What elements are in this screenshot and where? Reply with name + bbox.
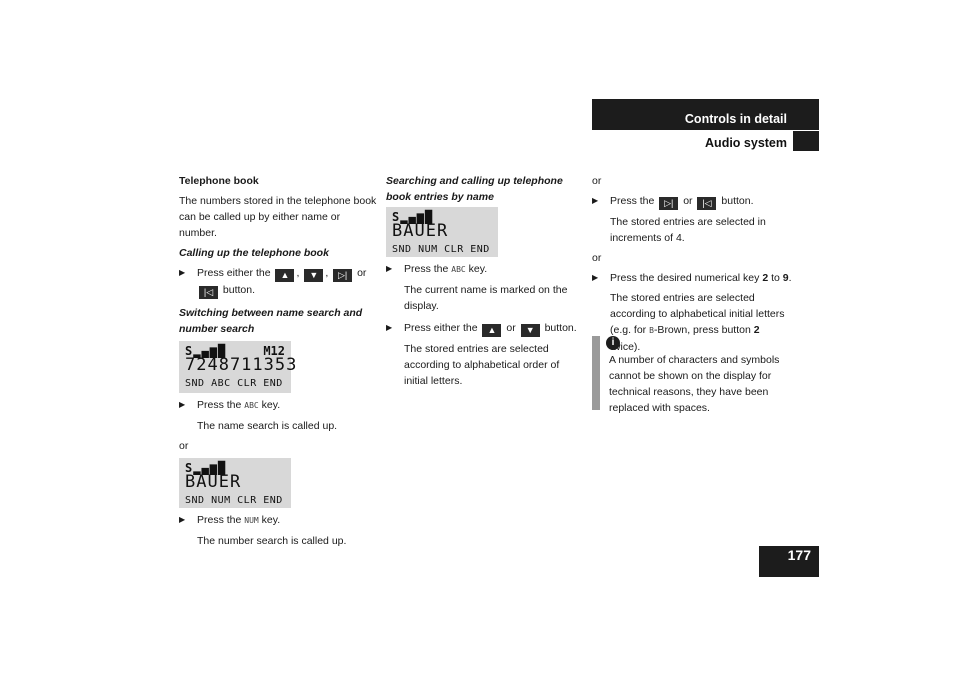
section-title: Audio system — [705, 136, 787, 150]
name-search-result: The name search is called up. — [197, 420, 338, 432]
or-text: or — [179, 440, 189, 452]
b-key-label: B — [649, 326, 654, 335]
calling-heading: Calling up the telephone book — [179, 247, 329, 259]
press-abc-step: Press the ABC key. — [179, 397, 379, 414]
section-tab — [793, 131, 819, 151]
press-abc-step-2: Press the ABC key. — [386, 261, 582, 278]
info-text: A number of characters and symbols canno… — [609, 354, 780, 414]
info-note: i A number of characters and symbols can… — [592, 336, 822, 414]
column-2: Searching and calling up telephone book … — [386, 173, 582, 389]
telephone-book-intro: The numbers stored in the telephone book… — [179, 195, 377, 239]
press-skip-step: Press the ▷| or |◁ button. — [592, 193, 792, 210]
press-up-down-step: Press either the ▲ or ▼ button. — [386, 320, 582, 337]
skip-back-key-icon: |◁ — [697, 197, 717, 210]
up-arrow-key-icon: ▲ — [482, 324, 502, 337]
lcd-name-display: S▂▄▆█ BAUER SND NUM CLR END — [179, 458, 291, 508]
abc-key-label: ABC — [244, 401, 259, 410]
press-num-step: Press the NUM key. — [179, 512, 379, 529]
lcd-number-display: S▂▄▆█ M12 7248711353 SND ABC CLR END — [179, 341, 296, 393]
press-either-step: Press either the ▲, ▼, ▷| or |◁ button. — [179, 265, 379, 299]
abc-key-label-2: ABC — [451, 265, 466, 274]
info-bar — [592, 336, 600, 410]
skip-back-key-icon: |◁ — [199, 286, 218, 299]
or-text-mid: or — [592, 252, 602, 264]
skip-forward-key-icon: ▷| — [659, 197, 679, 210]
chapter-title: Controls in detail — [684, 112, 787, 126]
up-arrow-key-icon: ▲ — [275, 269, 295, 282]
num-key-label: NUM — [244, 516, 259, 525]
alpha-order-text: The stored entries are selected accordin… — [404, 343, 560, 387]
column-3: or Press the ▷| or |◁ button. The stored… — [592, 173, 792, 355]
down-arrow-key-icon: ▼ — [304, 269, 324, 282]
search-by-name-heading: Searching and calling up telephone book … — [386, 175, 563, 203]
switching-heading: Switching between name search and number… — [179, 307, 363, 335]
lcd-name-display-2: S▂▄▆█ BAUER SND NUM CLR END — [386, 207, 498, 257]
increments-text: The stored entries are selected in incre… — [610, 216, 766, 244]
or-text-top: or — [592, 175, 602, 187]
current-name-text: The current name is marked on the displa… — [404, 284, 568, 312]
page-number-box — [759, 546, 819, 577]
skip-forward-key-icon: ▷| — [333, 269, 353, 282]
info-icon: i — [606, 336, 620, 350]
page-number: 177 — [787, 547, 811, 563]
column-1: Telephone book The numbers stored in the… — [179, 173, 379, 549]
telephone-book-heading: Telephone book — [179, 175, 259, 187]
press-numeric-step: Press the desired numerical key 2 to 9. — [592, 270, 792, 286]
down-arrow-key-icon: ▼ — [520, 324, 540, 337]
header-band — [592, 99, 819, 130]
number-search-result: The number search is called up. — [197, 535, 347, 547]
